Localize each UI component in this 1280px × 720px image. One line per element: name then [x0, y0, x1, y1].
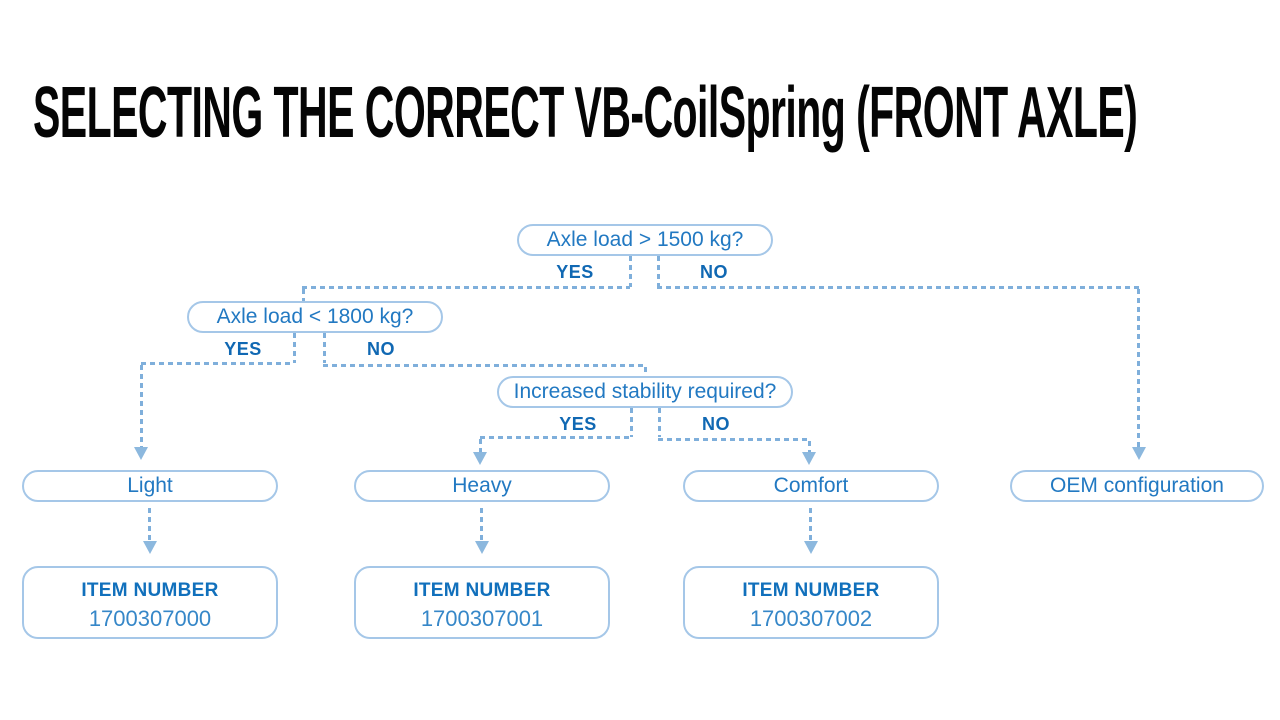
connector-line	[657, 256, 660, 287]
connector-line	[480, 436, 630, 439]
arrow-down-icon	[143, 541, 157, 554]
connector-line	[1137, 289, 1140, 447]
result-light: Light	[22, 470, 278, 502]
arrow-down-icon	[804, 541, 818, 554]
connector-line	[808, 441, 811, 452]
connector-line	[629, 256, 632, 287]
connector-line	[658, 408, 661, 437]
item-number-value: 1700307000	[88, 606, 212, 631]
arrow-down-icon	[1132, 447, 1146, 460]
connector-line	[479, 439, 482, 452]
connector-line	[293, 333, 296, 363]
branch-label-yes: YES	[224, 339, 262, 359]
branch-label-no: NO	[702, 414, 730, 434]
branch-label-yes: YES	[556, 262, 594, 282]
arrow-down-icon	[802, 452, 816, 465]
decision-axle-load-1500: Axle load > 1500 kg?	[517, 224, 773, 256]
result-label: Comfort	[773, 474, 849, 497]
decision-label: Axle load < 1800 kg?	[216, 305, 414, 328]
item-number-heading: ITEM NUMBER	[742, 580, 880, 601]
connector-line	[302, 286, 630, 289]
connector-line	[323, 333, 326, 363]
result-label: OEM configuration	[1050, 474, 1224, 497]
connector-line	[480, 508, 483, 540]
arrow-down-icon	[475, 541, 489, 554]
connector-line	[148, 508, 151, 540]
branch-label-yes: YES	[559, 414, 597, 434]
connector-line	[658, 438, 810, 441]
page-title: SELECTING THE CORRECT VB-CoilSpring (FRO…	[33, 73, 1138, 153]
decision-label: Axle load > 1500 kg?	[546, 228, 744, 251]
arrow-down-icon	[473, 452, 487, 465]
decision-label: Increased stability required?	[513, 380, 777, 403]
item-number-value: 1700307002	[749, 606, 873, 631]
connector-line	[140, 365, 143, 447]
connector-line	[644, 367, 647, 377]
item-number-box-heavy: ITEM NUMBER 1700307001	[354, 566, 610, 639]
connector-line	[809, 508, 812, 540]
decision-axle-load-1800: Axle load < 1800 kg?	[187, 301, 443, 333]
connector-line	[657, 286, 1139, 289]
decision-increased-stability: Increased stability required?	[497, 376, 793, 408]
item-number-heading: ITEM NUMBER	[81, 580, 219, 601]
item-number-heading: ITEM NUMBER	[413, 580, 551, 601]
item-number-box-comfort: ITEM NUMBER 1700307002	[683, 566, 939, 639]
connector-line	[630, 408, 633, 437]
item-number-box-light: ITEM NUMBER 1700307000	[22, 566, 278, 639]
result-label: Heavy	[452, 474, 512, 497]
result-comfort: Comfort	[683, 470, 939, 502]
branch-label-no: NO	[367, 339, 395, 359]
branch-label-no: NO	[700, 262, 728, 282]
connector-line	[323, 364, 647, 367]
result-heavy: Heavy	[354, 470, 610, 502]
result-label: Light	[127, 474, 173, 497]
result-oem-configuration: OEM configuration	[1010, 470, 1264, 502]
arrow-down-icon	[134, 447, 148, 460]
connector-line	[302, 289, 305, 302]
item-number-value: 1700307001	[420, 606, 544, 631]
connector-line	[141, 362, 293, 365]
